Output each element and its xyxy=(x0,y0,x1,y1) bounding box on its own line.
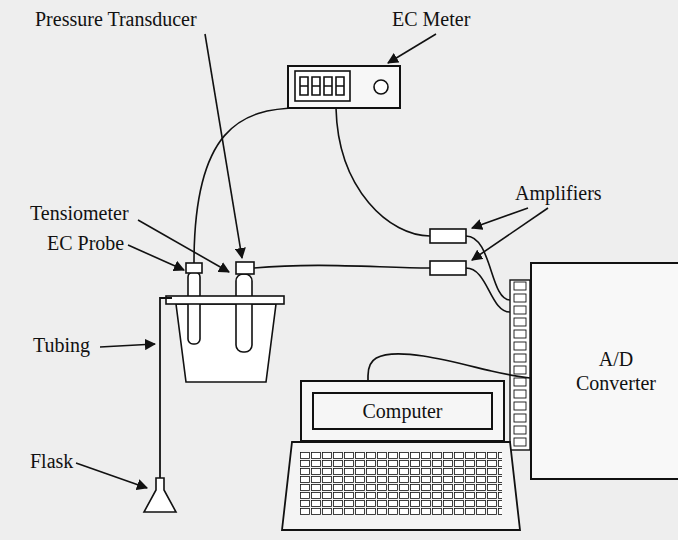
tensiometer-tube xyxy=(236,274,252,352)
leader-arrow xyxy=(76,463,147,488)
pressure-transducer xyxy=(236,262,254,274)
connector-strip xyxy=(510,280,530,450)
part-label: Flask xyxy=(30,450,73,473)
leader-arrow xyxy=(138,220,229,272)
segment-digit xyxy=(312,77,320,95)
connector-pins xyxy=(510,280,530,448)
laptop-screen: Computer xyxy=(300,380,505,442)
seven-segment-digits xyxy=(300,77,344,95)
part-label: EC Meter xyxy=(392,8,470,31)
leader-arrow xyxy=(472,208,548,260)
part-label: Tubing xyxy=(33,334,90,357)
ec-probe xyxy=(188,272,200,344)
meter-display xyxy=(295,71,350,101)
part-label: Amplifiers xyxy=(515,182,602,205)
part-label: Tensiometer xyxy=(30,202,129,225)
meter-knob xyxy=(374,80,388,94)
part-label: Pressure Transducer xyxy=(35,8,197,31)
leader-arrow xyxy=(100,344,155,347)
laptop-keyboard-base xyxy=(282,442,520,530)
ec-meter-body xyxy=(288,66,400,108)
meter-wire xyxy=(336,108,430,236)
amplifier-symbol xyxy=(430,261,466,275)
converter-box: A/D Converter xyxy=(530,262,678,480)
amplifier-wire xyxy=(466,236,510,300)
leader-arrow xyxy=(388,34,436,63)
keyboard-keys xyxy=(300,452,502,516)
probe-wire xyxy=(194,108,300,263)
cable-connector xyxy=(368,354,530,380)
leader-arrow xyxy=(128,245,184,270)
amplifier-wire xyxy=(466,268,510,312)
transducer-wire xyxy=(254,265,430,268)
box-text: Computer xyxy=(363,399,443,423)
tubing xyxy=(160,298,172,478)
segment-digit xyxy=(336,77,344,95)
box-text: A/D Converter xyxy=(566,347,666,395)
leader-arrow xyxy=(205,34,242,258)
support-bar xyxy=(166,296,284,304)
flask xyxy=(144,478,176,512)
probe-cap xyxy=(186,263,202,273)
amplifier-symbol xyxy=(430,229,466,243)
part-label: EC Probe xyxy=(47,232,124,255)
leader-arrows xyxy=(76,34,548,488)
segment-digit xyxy=(324,77,332,95)
leader-arrow xyxy=(472,208,528,228)
segment-digit xyxy=(300,77,308,95)
